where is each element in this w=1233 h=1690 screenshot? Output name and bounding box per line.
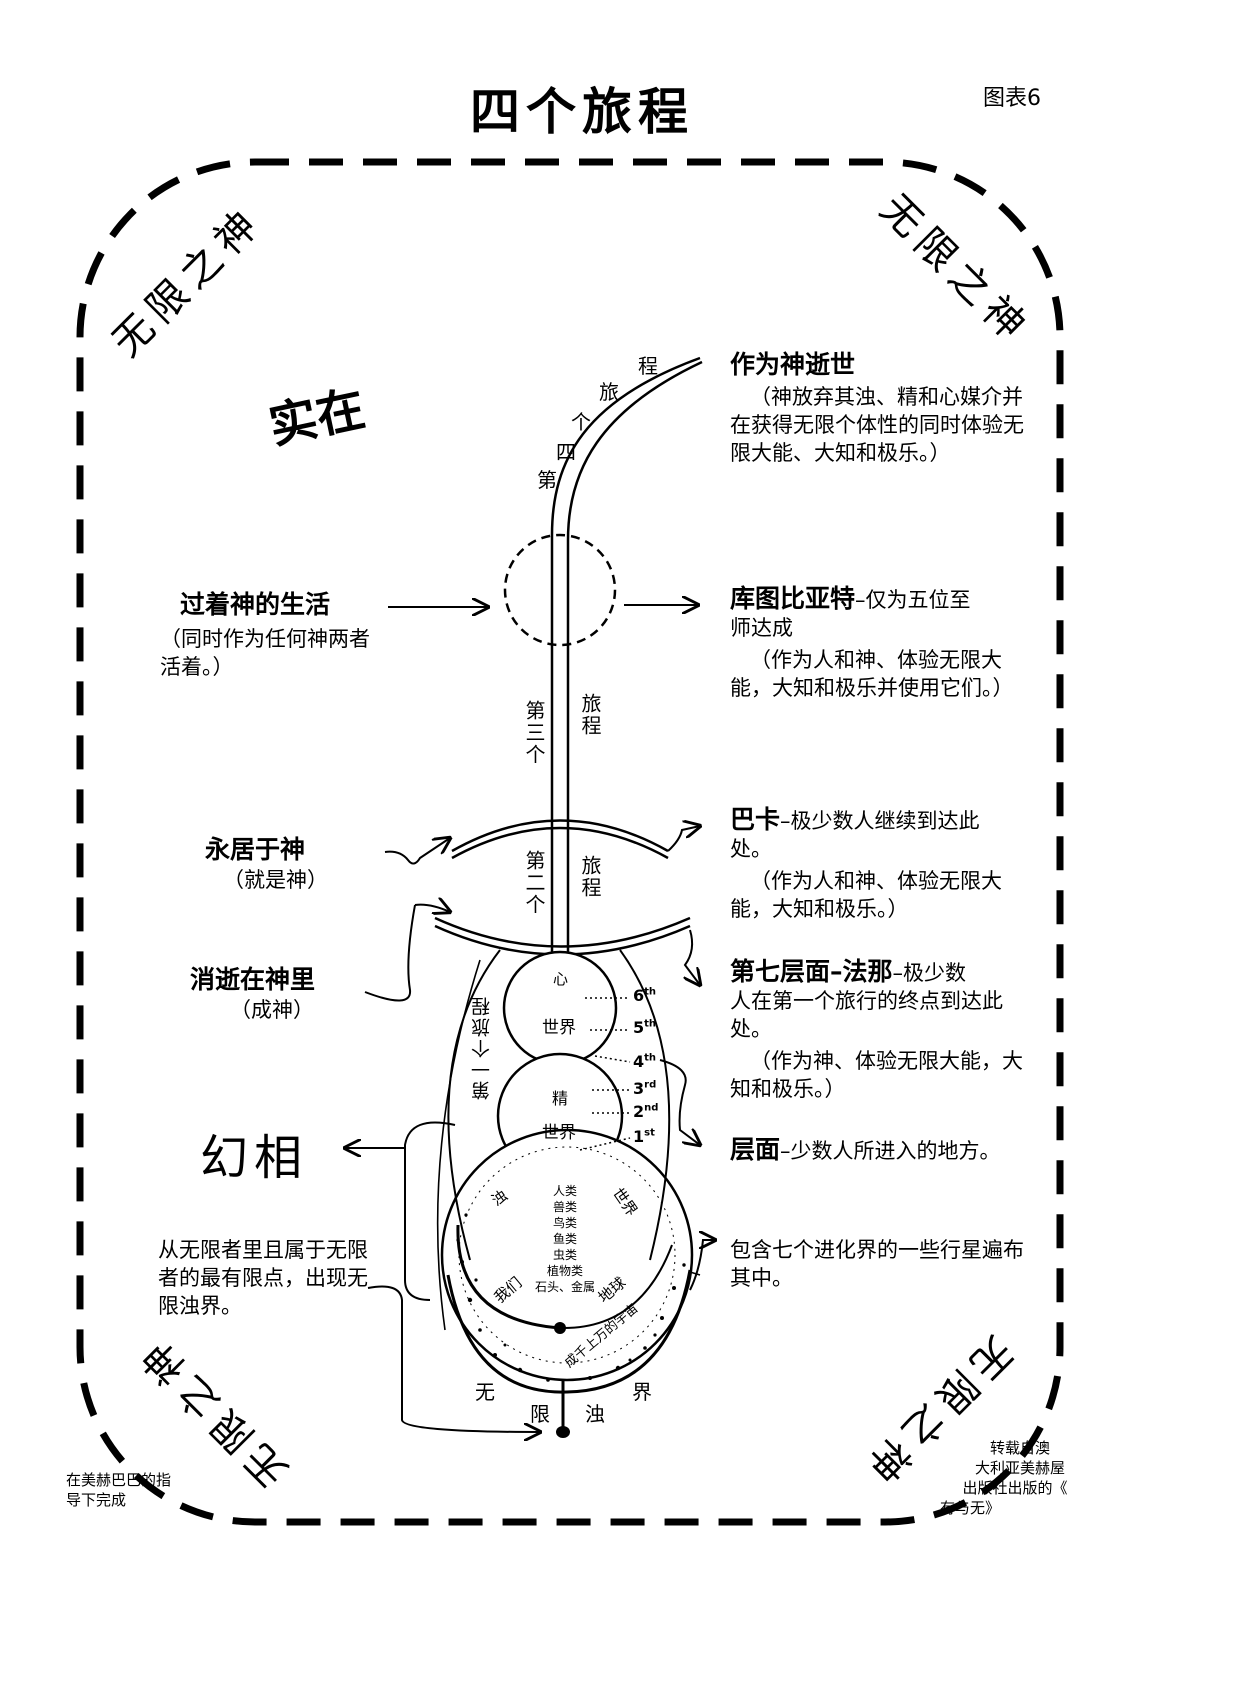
right-body-1: （神放弃其浊、精和心媒介并在获得无限个体性的同时体验无限大能、大知和极乐。） — [730, 385, 1024, 465]
right-line2-3: 处。 — [730, 837, 772, 861]
subtle-world-top: 精 — [552, 1089, 569, 1108]
right-block-qutubiyat: 库图比亚特–仅为五位至 师达成 （作为人和神、体验无限大能，大知和极乐并使用它们… — [730, 585, 1030, 702]
third-journey-left: 第三个 — [522, 700, 546, 766]
second-journey-left: 第二个 — [522, 850, 546, 916]
kingdom-item: 石头、金属 — [534, 1280, 595, 1294]
right-head-4: 第七层面–法那 — [730, 957, 893, 986]
right-head-5: 层面 — [730, 1135, 781, 1164]
gross-sphere — [440, 1128, 694, 1382]
right-line2-2: 师达成 — [730, 616, 793, 640]
right-body-4: （作为神、体验无限大能，大知和极乐。） — [730, 1049, 1023, 1101]
left-block-abiding-in-god: 永居于神 （就是神） — [205, 830, 385, 894]
left-head-3: 消逝在神里 — [190, 965, 316, 994]
right-body-2: （作为人和神、体验无限大能，大知和极乐并使用它们。） — [730, 648, 1014, 700]
right-block-planets: 包含七个进化界的一些行星遍布其中。 — [730, 1236, 1030, 1292]
footer-right-line: 出版社出版的《 — [962, 1479, 1068, 1497]
kingdom-item: 虫类 — [552, 1248, 577, 1262]
footer-right-line: 有与无》 — [939, 1499, 1000, 1517]
right-tail-3: –极少数人继续到达此 — [780, 809, 980, 833]
left-block-living-god-life: 过着神的生活 （同时作为任何神两者活着。） — [160, 585, 390, 681]
mental-world-bottom: 世界 — [542, 1018, 576, 1038]
right-block-planes: 层面–少数人所进入的地方。 — [730, 1136, 1050, 1165]
kingdom-item: 鸟类 — [552, 1216, 577, 1230]
footer-right-credit: 转载自澳 大利亚美赫屋 出版社出版的《 有与无》 — [895, 1438, 1095, 1518]
infinite-god-border — [76, 158, 1064, 1526]
plane-3: 3rd — [633, 1079, 657, 1098]
page-title: 四个旅程 — [470, 83, 694, 141]
infinite-gross-char-1: 无 — [475, 1380, 495, 1404]
qutub-circle — [503, 533, 617, 647]
right-block-fana: 第七层面–法那–极少数 人在第一个旅行的终点到达此处。 （作为神、体验无限大能，… — [730, 958, 1030, 1103]
left-body-3: （成神） — [230, 998, 314, 1022]
left-body-2: （就是神） — [223, 868, 328, 892]
kingdom-item: 人类 — [552, 1184, 577, 1198]
plane-2: 2nd — [633, 1102, 659, 1121]
left-block-merging-in-god: 消逝在神里 （成神） — [190, 960, 370, 1024]
kingdom-item: 植物类 — [546, 1264, 583, 1278]
right-block-dying-as-god: 作为神逝世 （神放弃其浊、精和心媒介并在获得无限个体性的同时体验无限大能、大知和… — [730, 345, 1030, 467]
mental-world-top: 心 — [553, 970, 569, 988]
illusion-label: 幻相 — [200, 1130, 309, 1186]
plane-6: 6th — [633, 986, 657, 1005]
right-line-3: 巴卡–极少数人继续到达此 — [730, 806, 1030, 835]
right-head-1: 作为神逝世 — [730, 350, 856, 379]
fourth-journey-char-1: 第 — [537, 468, 557, 492]
fana-arc — [434, 916, 691, 948]
left-block-infinite-gross: 从无限者里且属于无限者的最有限点，出现无限浊界。 — [158, 1236, 380, 1320]
earth-point — [554, 1322, 566, 1334]
right-line-4: 第七层面–法那–极少数 — [730, 958, 1030, 987]
plane-1: 1st — [633, 1127, 655, 1146]
right-tail-4: –极少数 — [892, 961, 967, 985]
fourth-journey-char-3: 个 — [571, 410, 591, 434]
right-block-baqa: 巴卡–极少数人继续到达此 处。 （作为人和神、体验无限大能，大知和极乐。） — [730, 806, 1030, 923]
left-head-1: 过着神的生活 — [180, 590, 331, 619]
first-journey-label: 第一个旅程 — [471, 995, 493, 1100]
chart-number: 图表6 — [983, 86, 1041, 111]
speckles — [456, 1213, 686, 1382]
baqa-arc — [451, 819, 669, 853]
second-journey-right: 旅程 — [578, 855, 602, 899]
kingdoms-list: 人类 兽类 鸟类 鱼类 虫类 植物类 石头、金属 — [510, 1183, 620, 1295]
left-body-4: 从无限者里且属于无限者的最有限点，出现无限浊界。 — [158, 1238, 368, 1318]
fourth-journey-char-2: 四 — [556, 440, 576, 464]
right-tail-2: –仅为五位至 — [855, 588, 971, 612]
infinite-gross-char-4: 界 — [632, 1380, 652, 1404]
fourth-journey-char-4: 旅 — [599, 380, 619, 404]
universe-crescent — [446, 1269, 692, 1394]
diagram-drawing — [76, 158, 1064, 1526]
infinite-point — [556, 1426, 570, 1438]
footer-right-line: 大利亚美赫屋 — [974, 1459, 1065, 1477]
fourth-journey-char-5: 程 — [638, 354, 658, 378]
journey-channel-left — [550, 356, 701, 1174]
right-line-2: 库图比亚特–仅为五位至 — [730, 585, 1030, 614]
footer-left-note: 在美赫巴巴的指导下完成 — [66, 1471, 172, 1509]
left-body-1: （同时作为任何神两者活着。） — [160, 627, 370, 679]
plane-4: 4th — [633, 1052, 657, 1071]
right-body-3: （作为人和神、体验无限大能，大知和极乐。） — [730, 869, 1002, 921]
right-head-2: 库图比亚特 — [730, 584, 856, 613]
subtle-world-bottom: 世界 — [542, 1123, 576, 1143]
kingdom-item: 鱼类 — [552, 1232, 577, 1246]
kingdom-item: 兽类 — [552, 1200, 577, 1214]
third-journey-right: 旅程 — [578, 693, 602, 737]
right-head-3: 巴卡 — [730, 805, 781, 834]
infinite-gross-char-3: 浊 — [585, 1402, 605, 1426]
right-line2-4: 人在第一个旅行的终点到达此处。 — [730, 989, 1003, 1041]
journey-channel-right — [566, 360, 703, 1174]
left-head-2: 永居于神 — [205, 835, 306, 864]
footer-right-line: 转载自澳 — [989, 1439, 1050, 1457]
right-body-6: 包含七个进化界的一些行星遍布其中。 — [730, 1238, 1024, 1290]
right-tail-5: –少数人所进入的地方。 — [780, 1139, 1001, 1163]
right-line-5: 层面–少数人所进入的地方。 — [730, 1136, 1050, 1165]
infinite-gross-char-2: 限 — [530, 1402, 550, 1426]
plane-5: 5th — [633, 1018, 657, 1037]
